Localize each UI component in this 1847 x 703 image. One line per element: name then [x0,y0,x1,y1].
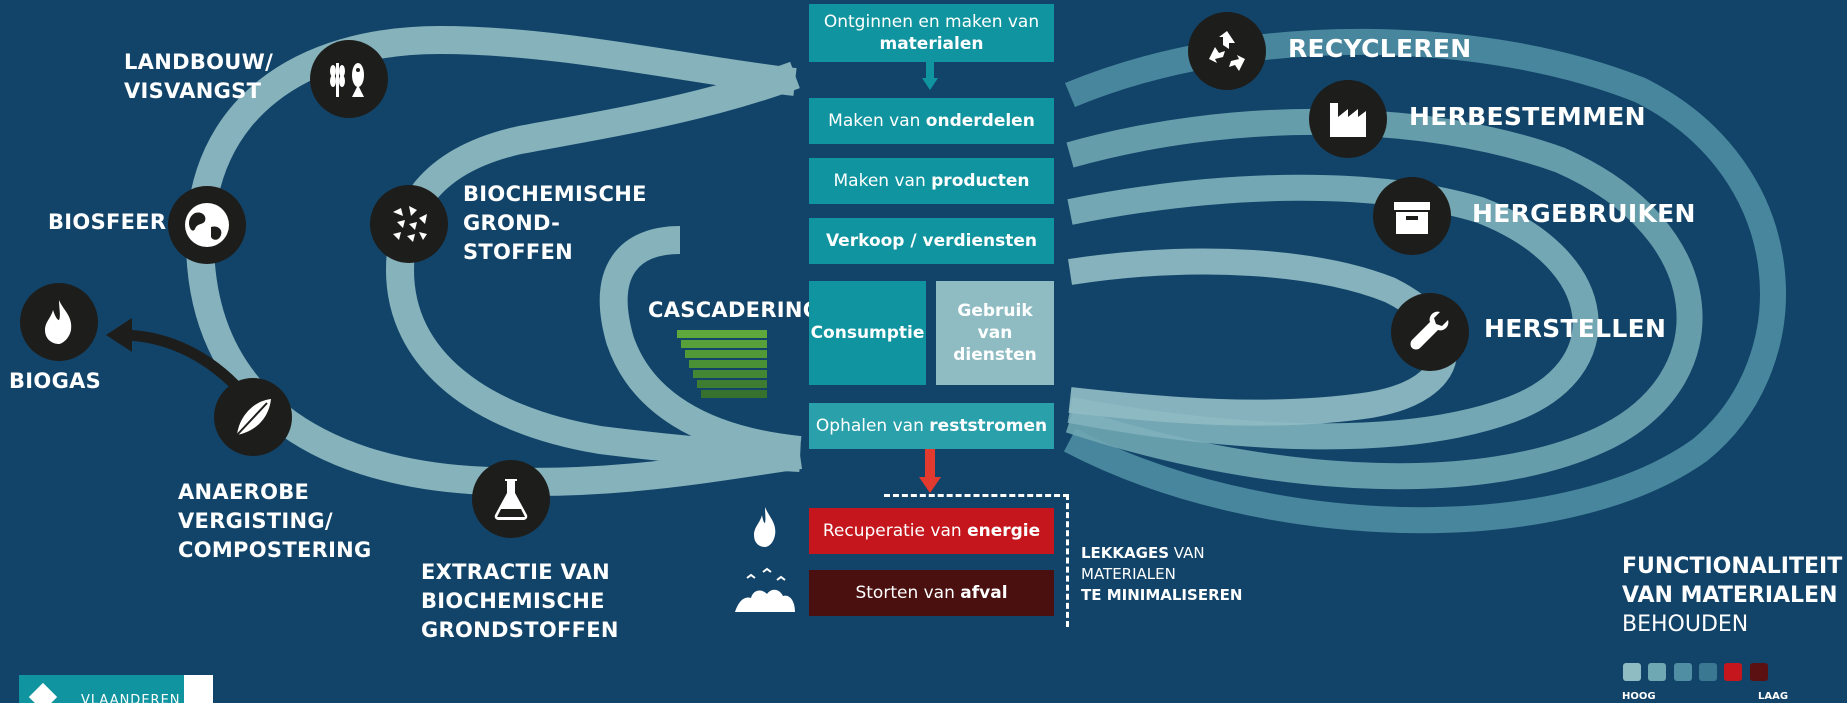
legend-swatch [1674,663,1692,681]
legend-title-line: VAN MATERIALEN [1622,583,1838,608]
lion-icon [184,675,213,703]
box-consumptie: Consumptie [809,281,926,385]
leakage-rest: VAN [1169,544,1205,562]
box-verkoop: Verkoop / verdiensten [809,218,1054,264]
label-hergebruiken: HERGEBRUIKEN [1472,199,1696,228]
wrench-icon [1391,293,1469,371]
box-text-bold: materialen [879,34,984,54]
label-herstellen: HERSTELLEN [1484,314,1667,343]
box-storten: Storten van afval [809,570,1054,616]
label-line: STOFFEN [463,240,574,264]
leakage-text: LEKKAGES VAN MATERIALEN TE MINIMALISEREN [1081,543,1242,606]
box-ontginnen: Ontginnen en maken van materialen [809,4,1054,62]
box-ophalen: Ophalen van reststromen [809,403,1054,449]
box-icon [1373,177,1451,255]
legend-swatch [1648,663,1666,681]
recycle-icon [1188,12,1266,90]
flame-icon [754,507,776,547]
box-text-bold: reststromen [929,416,1048,436]
box-text-bold: afval [960,583,1008,603]
factory-icon [1309,80,1387,158]
legend-low: LAAG [1758,691,1789,702]
label-biochemische-grondstoffen: BIOCHEMISCHE GROND- STOFFEN [463,180,647,267]
wheat-fish-icon [310,40,388,118]
box-producten: Maken van producten [809,158,1054,204]
leakage-line1: LEKKAGES VAN [1081,543,1242,564]
legend-title-line: FUNCTIONALITEIT [1622,554,1843,579]
label-line: BIOCHEMISCHE [463,182,647,206]
box-text: Maken van [833,171,932,191]
red-arrow [925,449,935,479]
legend-swatch [1724,663,1742,681]
label-extractie: EXTRACTIE VAN BIOCHEMISCHE GRONDSTOFFEN [421,558,619,645]
logo-text: VLAANDEREN [81,693,181,703]
box-text-bold: producten [931,171,1030,191]
label-anaerobe-vergisting: ANAEROBE VERGISTING/ COMPOSTERING [178,478,372,565]
minerals-icon [370,185,448,263]
box-text-bold: Gebruik van diensten [953,301,1037,365]
landfill-birds-icon [735,567,795,612]
label-line: VERGISTING/ [178,509,333,533]
leakage-bold: LEKKAGES [1081,544,1170,562]
label-biosfeer: BIOSFEER [48,210,167,234]
box-text-bold: Consumptie [810,323,925,343]
leaf-icon [214,378,292,456]
legend-title-line: BEHOUDEN [1622,612,1749,637]
box-recuperatie: Recuperatie van energie [809,508,1054,554]
label-line: VISVANGST [124,79,262,103]
flask-icon [472,460,550,538]
label-line: GROND- [463,211,561,235]
legend-swatch [1699,663,1717,681]
leakage-line3: TE MINIMALISEREN [1081,586,1243,604]
box-onderdelen: Maken van onderdelen [809,98,1054,144]
legend-swatch [1750,663,1768,681]
label-recycleren: RECYCLEREN [1288,34,1472,63]
globe-icon [168,186,246,264]
box-text-bold: Verkoop / verdiensten [825,231,1038,251]
label-line: ANAEROBE [178,480,310,504]
red-arrow-head [919,477,941,493]
box-text: Storten van [855,583,961,603]
legend-title: FUNCTIONALITEIT VAN MATERIALEN BEHOUDEN [1622,552,1842,639]
box-text-bold: onderdelen [925,111,1035,131]
label-cascadering: CASCADERING [648,298,821,322]
label-line: EXTRACTIE VAN [421,560,611,584]
vlaanderen-logo: VLAANDEREN [19,675,213,703]
label-line: LANDBOUW/ [124,50,274,74]
legend-high: HOOG [1622,691,1656,702]
leakage-dashed-outline [884,494,1069,627]
arrow-down-head [922,78,938,90]
logo-mark-icon [28,682,58,703]
box-text: Ontginnen en maken van [823,12,1040,32]
box-gebruik-diensten: Gebruik van diensten [936,281,1054,385]
leakage-line2: MATERIALEN [1081,565,1176,583]
label-biogas: BIOGAS [9,369,102,393]
box-text: Recuperatie van [822,521,968,541]
box-text-bold: energie [967,521,1041,541]
box-text: Maken van [828,111,926,131]
legend-swatch [1623,663,1641,681]
fire-icon [20,283,98,361]
label-line: COMPOSTERING [178,538,372,562]
arrow-down [926,62,934,82]
label-line: GRONDSTOFFEN [421,618,619,642]
label-herbestemmen: HERBESTEMMEN [1409,102,1646,131]
box-text: Ophalen van [815,416,930,436]
label-line: BIOCHEMISCHE [421,589,605,613]
label-landbouw-visvangst: LANDBOUW/ VISVANGST [124,48,273,106]
cascade-bars [677,330,767,400]
